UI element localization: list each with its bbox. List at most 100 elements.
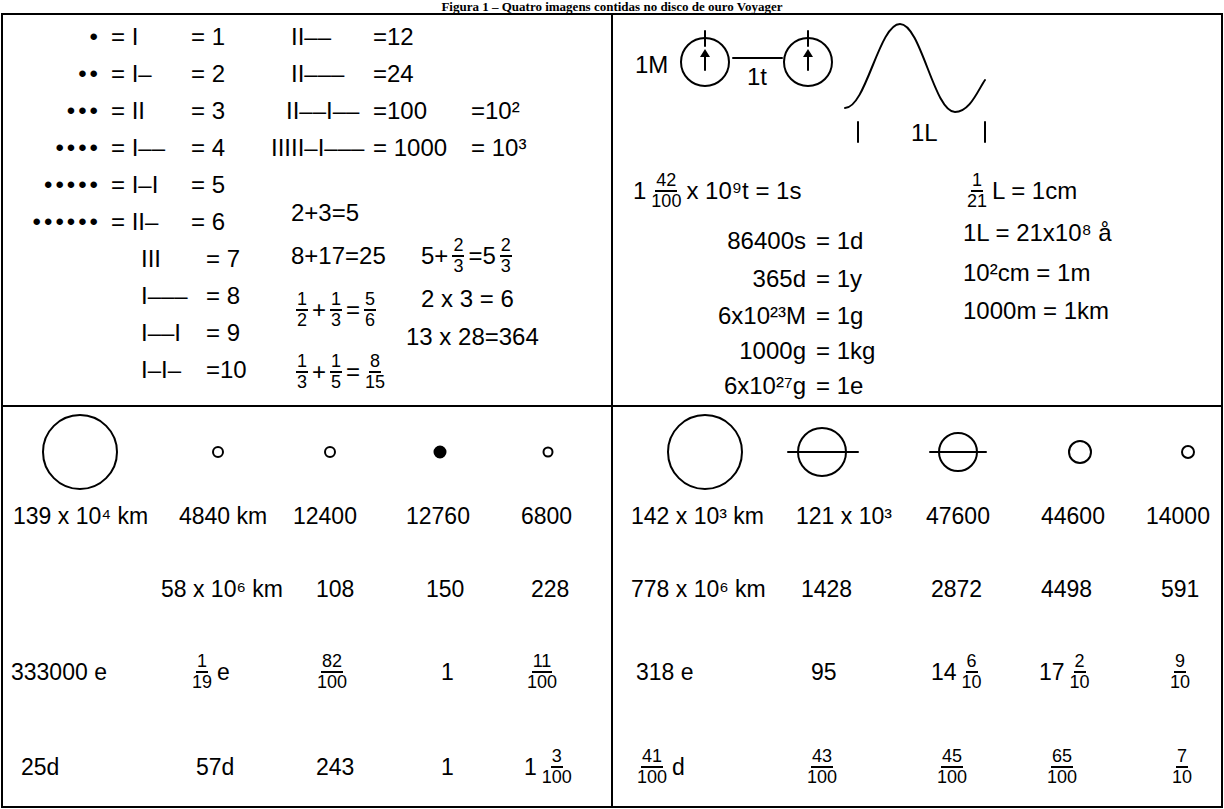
numeral-text: 4498 [1041,576,1092,602]
numeral-text: = [346,358,360,386]
image-panel: 139 x 10⁴ km4840 km1240012760680058 x 10… [2,406,612,807]
numeral-text: 100 [316,673,348,692]
numeral-text: 65 [1051,747,1073,768]
spin-tick [807,31,809,46]
fraction: 121 [966,171,988,211]
numeral-text: 1L = 21x10⁸ å [963,219,1112,247]
numeral-text: 42 [655,171,677,192]
numeral-text: 6 [364,311,376,330]
spin-arrow [704,55,706,70]
fraction: 23 [452,236,464,276]
fraction: 45100 [936,747,968,787]
sun-circle [43,415,117,489]
numeral-text: 95 [811,659,837,685]
numeral-text: = 1g [816,302,863,330]
numeral-text: 1 [971,171,983,192]
spin-arrow [807,55,809,70]
numeral-text: 41 [641,747,663,768]
fraction: 610 [961,652,983,692]
numeral-text: 1t [747,63,767,91]
numeral-text: 1 [330,290,342,311]
numeral-text: 318 e [636,659,694,685]
numeral-text: 19 [191,673,213,692]
numeral-text: 13 x 28=364 [406,323,539,351]
numeral-text: = 9 [206,319,240,347]
fraction: 910 [1169,652,1191,692]
numeral-text: 8+17=25 [291,242,386,270]
planet-circle [1069,441,1091,463]
figure-title: Figura 1 – Quatro imagens contidas no di… [0,0,1224,14]
numeral-text: 47600 [926,503,990,529]
numeral-text: 1M [635,51,668,79]
numeral-text: = 2 [191,60,225,88]
numeral-text: 14000 [1146,503,1210,529]
numeral-text: d [672,754,685,780]
fraction: 12 [296,290,308,330]
numeral-text: 5 [330,373,342,392]
numeral-text: 12400 [293,503,357,529]
numeral-text: = 4 [191,134,225,162]
numeral-text: 1 [296,352,308,373]
numeral-text: 5 [364,290,376,311]
numeral-text: 10 [1169,673,1191,692]
numeral-text: II–– [291,23,331,51]
numeral-text: 778 x 10⁶ km [631,576,766,602]
numeral-text: = II– [111,208,158,236]
numeral-text: 58 x 10⁶ km [161,576,283,602]
numeral-text: 2872 [931,576,982,602]
numeral-text: 3 [551,747,563,768]
numeral-text: = 1kg [816,337,875,365]
numeral-text: 139 x 10⁴ km [13,503,148,529]
numeral-text: 100 [650,192,682,211]
numeral-text: 2 [1074,652,1086,673]
numeral-text: = 3 [191,97,225,125]
numeral-text: II––– [291,60,344,88]
earth-dot [435,447,446,458]
numeral-text: 7 [1176,747,1188,768]
numeral-text: 150 [426,576,464,602]
fraction: 23 [500,236,512,276]
numeral-text: 17 [1039,659,1065,685]
numeral-text: 1 [296,290,308,311]
numeral-text: 108 [316,576,354,602]
numeral-text: 86400s [727,227,806,255]
fraction: 119 [191,652,213,692]
numeral-text: = I [111,23,138,51]
numeral-text: 1 [441,754,454,780]
numeral-text: = 10³ [471,134,526,162]
numeral-text: 8 [369,352,381,373]
fraction: 210 [1069,652,1091,692]
numeral-text: 3 [330,311,342,330]
ring-line [788,451,858,453]
numeral-text: =24 [373,60,414,88]
numeral-text: 5+ [421,242,448,270]
arrow-head [803,49,813,57]
numeral-text: 1000m = 1km [963,297,1109,325]
numeral-text: 2 [500,236,512,257]
numeral-text: =10 [206,356,247,384]
numeral-text: 45 [941,747,963,768]
numeral-text: 121 x 10³ [796,503,892,529]
numeral-text: 333000 e [11,659,107,685]
numeral-text: • [90,23,101,51]
spin-tick [704,31,706,46]
fraction: 13 [330,290,342,330]
numeral-text: = [346,296,360,324]
numeral-text: 2+3=5 [291,199,359,227]
arrow-head [700,49,710,57]
numeral-text: •••••• [33,208,101,236]
numeral-text: = 6 [191,208,225,236]
numeral-text: •• [78,60,101,88]
numeral-text: =100 [373,97,427,125]
numeral-text: 14 [931,659,957,685]
numeral-text: = 1d [816,227,863,255]
numeral-text: = 8 [206,282,240,310]
planet-circle [544,448,553,457]
planet-circle [325,447,335,457]
image-panel: 142 x 10³ km121 x 10³476004460014000778 … [612,406,1222,807]
numeral-text: 10²cm = 1m [963,259,1090,287]
fraction: 82100 [316,652,348,692]
numeral-text: 100 [526,673,558,692]
numeral-text: 1000g [739,337,806,365]
numeral-text: 3 [452,257,464,276]
